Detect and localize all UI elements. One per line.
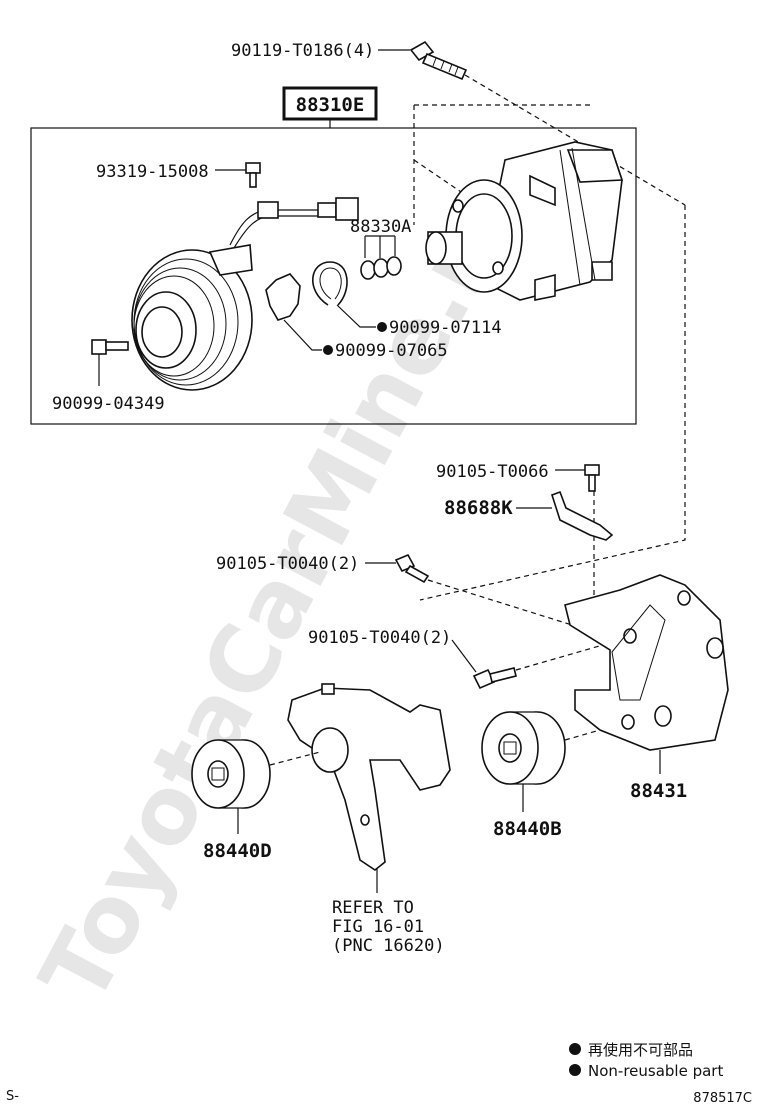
bolt-b-part	[472, 667, 517, 690]
label-bolt-b[interactable]: 90105-T0040(2)	[308, 628, 451, 648]
clutch-pulley-part	[131, 244, 253, 391]
label-bolt-bracket[interactable]: 90105-T0066	[436, 462, 549, 482]
snap-ring-1-part	[311, 261, 348, 306]
dash-bolt-top	[464, 74, 686, 206]
label-snap-ring-1[interactable]: 90099-07114	[389, 318, 502, 338]
dash-bolt-top-down	[419, 205, 686, 601]
screw-part	[245, 162, 261, 188]
legend-dot-en	[569, 1064, 581, 1076]
reference-line3[interactable]: (PNC 16620)	[332, 936, 445, 956]
idler-bracket-part	[287, 683, 451, 871]
footer-left: S-	[6, 1089, 19, 1104]
dash-bolt-a	[427, 579, 621, 641]
wire-harness-part	[229, 197, 359, 249]
leader-shims	[364, 235, 396, 258]
leader-bolt-b	[451, 639, 477, 673]
pulley-b-part	[481, 711, 566, 785]
group-frame	[30, 127, 637, 425]
legend-jp: 再使用不可部品	[588, 1041, 693, 1059]
label-compressor-bracket[interactable]: 88431	[630, 780, 687, 802]
leader-snap-ring-1	[336, 304, 376, 328]
reference-line1[interactable]: REFER TO	[332, 898, 414, 918]
label-clutch-bolt[interactable]: 90099-04349	[52, 394, 165, 414]
label-screw[interactable]: 93319-15008	[96, 162, 209, 182]
bolt-top-part	[409, 40, 468, 81]
compressor-bracket-part	[564, 574, 729, 751]
dash-pulley-b	[564, 729, 601, 741]
label-pulley-b[interactable]: 88440B	[493, 818, 562, 840]
non-reusable-mark-1	[377, 322, 387, 332]
pulley-d-part	[191, 739, 271, 809]
shims-part	[360, 256, 402, 280]
snap-ring-2-part	[265, 273, 301, 321]
bracket-part	[551, 490, 614, 541]
group-label[interactable]: 88310E	[296, 94, 365, 116]
label-bolt-a[interactable]: 90105-T0040(2)	[216, 554, 359, 574]
legend-en: Non-reusable part	[588, 1062, 723, 1080]
label-bracket[interactable]: 88688K	[444, 497, 513, 519]
non-reusable-mark-2	[323, 345, 333, 355]
label-bolt-top[interactable]: 90119-T0186(4)	[231, 41, 374, 61]
clutch-bolt-part	[91, 339, 129, 355]
bolt-bracket-part	[584, 464, 600, 492]
compressor-part	[425, 141, 624, 301]
label-clutch-sub[interactable]: 88330A	[350, 217, 411, 237]
bolt-a-part	[394, 553, 430, 584]
footer-diagram-code: 878517C	[693, 1091, 752, 1106]
leader-snap-ring-2	[283, 319, 322, 351]
legend-dot-jp	[569, 1043, 581, 1055]
label-snap-ring-2[interactable]: 90099-07065	[335, 341, 448, 361]
label-pulley-d[interactable]: 88440D	[203, 840, 272, 862]
reference-line2[interactable]: FIG 16-01	[332, 917, 424, 937]
